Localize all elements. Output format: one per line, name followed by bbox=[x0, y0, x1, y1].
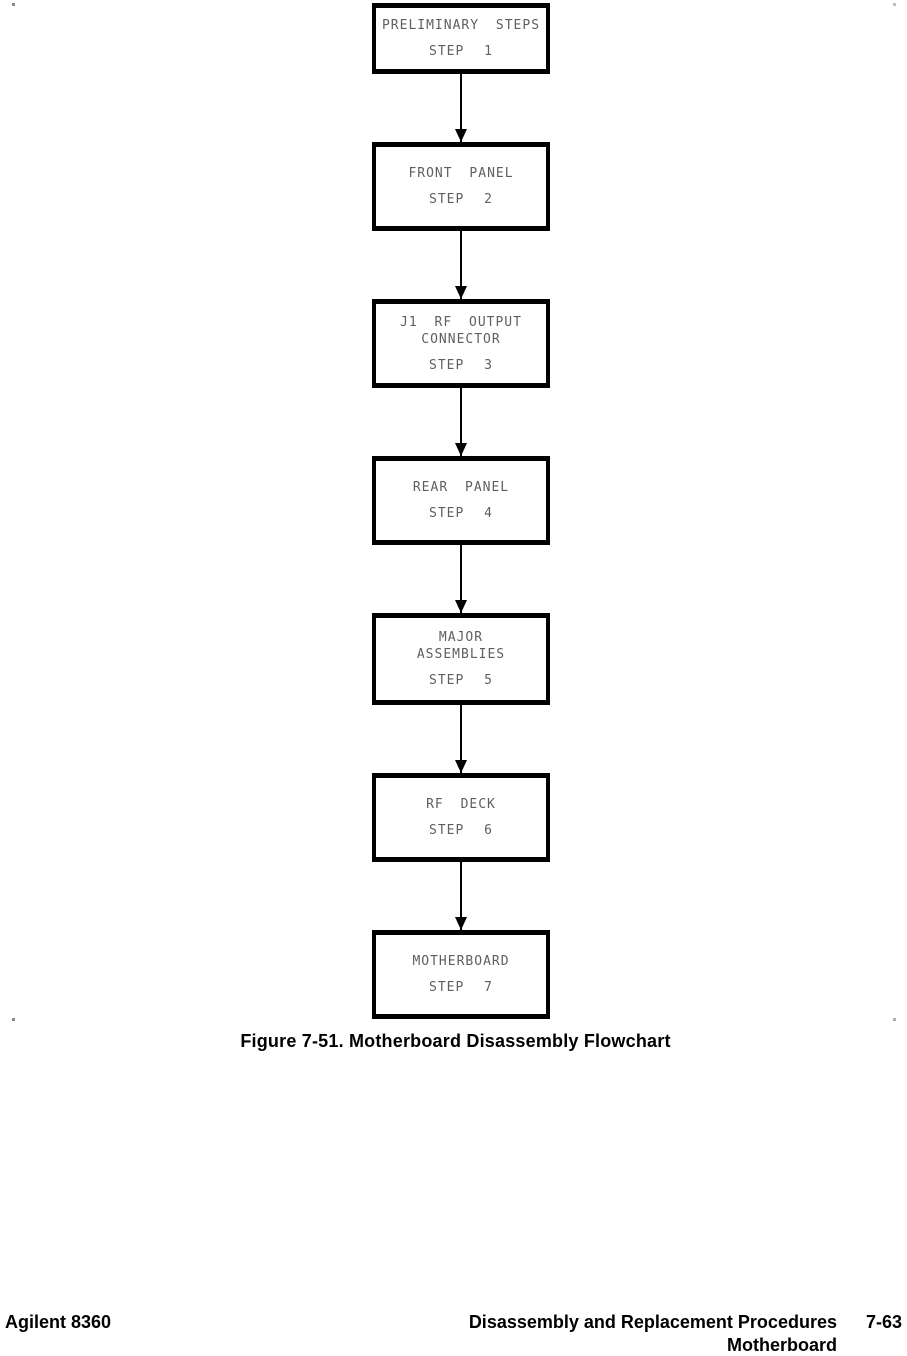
flow-box-step-label: STEP 4 bbox=[429, 506, 493, 521]
footer-model-label: Agilent 8360 bbox=[5, 1312, 112, 1332]
footer-section-title: Motherboard bbox=[726, 1335, 837, 1355]
flow-box-title: PRELIMINARY STEPS bbox=[381, 18, 541, 33]
figure-caption: Figure 7-51. Motherboard Disassembly Flo… bbox=[240, 1031, 671, 1051]
flow-box-step-6: RF DECK STEP 6 bbox=[372, 773, 550, 862]
flow-arrow-down bbox=[455, 74, 467, 142]
flowchart: PRELIMINARY STEPS STEP 1 FRONT PANEL STE… bbox=[372, 3, 550, 1019]
flow-box-step-label: STEP 6 bbox=[429, 823, 493, 838]
flow-arrow-down bbox=[455, 388, 467, 456]
flow-box-step-label: STEP 1 bbox=[429, 44, 493, 59]
flow-box-title: J1 RF OUTPUT CONNECTOR bbox=[400, 314, 522, 347]
flow-box-step-label: STEP 5 bbox=[429, 673, 493, 688]
flow-box-step-label: STEP 3 bbox=[429, 357, 493, 373]
page-footer: Agilent 8360 Disassembly and Replacement… bbox=[5, 1311, 902, 1356]
flow-arrow-down bbox=[455, 705, 467, 773]
registration-dot-top-left bbox=[12, 3, 15, 6]
flow-box-step-label: STEP 2 bbox=[429, 192, 493, 207]
flow-box-title: REAR PANEL bbox=[412, 480, 510, 495]
flow-box-step-7: MOTHERBOARD STEP 7 bbox=[372, 930, 550, 1019]
flow-arrow-down bbox=[455, 545, 467, 613]
registration-dot-top-right bbox=[893, 3, 896, 6]
flow-arrow-down bbox=[455, 231, 467, 299]
footer-page-number: 7-63 bbox=[865, 1312, 902, 1332]
flow-box-title: FRONT PANEL bbox=[408, 166, 514, 181]
flow-box-title: MOTHERBOARD bbox=[412, 954, 510, 969]
footer-chapter-block: Disassembly and Replacement Procedures 7… bbox=[469, 1311, 902, 1356]
flow-box-step-3: J1 RF OUTPUT CONNECTOR STEP 3 bbox=[372, 299, 550, 388]
flow-box-step-2: FRONT PANEL STEP 2 bbox=[372, 142, 550, 231]
flow-box-step-4: REAR PANEL STEP 4 bbox=[372, 456, 550, 545]
registration-dot-bottom-left bbox=[12, 1018, 15, 1021]
flow-box-step-label: STEP 7 bbox=[429, 980, 493, 995]
flow-box-title: MAJOR ASSEMBLIES bbox=[416, 630, 506, 662]
flow-box-title: RF DECK bbox=[426, 797, 496, 812]
flow-box-step-1: PRELIMINARY STEPS STEP 1 bbox=[372, 3, 550, 74]
registration-dot-bottom-right bbox=[893, 1018, 896, 1021]
footer-chapter-title: Disassembly and Replacement Procedures bbox=[468, 1312, 837, 1332]
flow-box-step-5: MAJOR ASSEMBLIES STEP 5 bbox=[372, 613, 550, 705]
flow-arrow-down bbox=[455, 862, 467, 930]
